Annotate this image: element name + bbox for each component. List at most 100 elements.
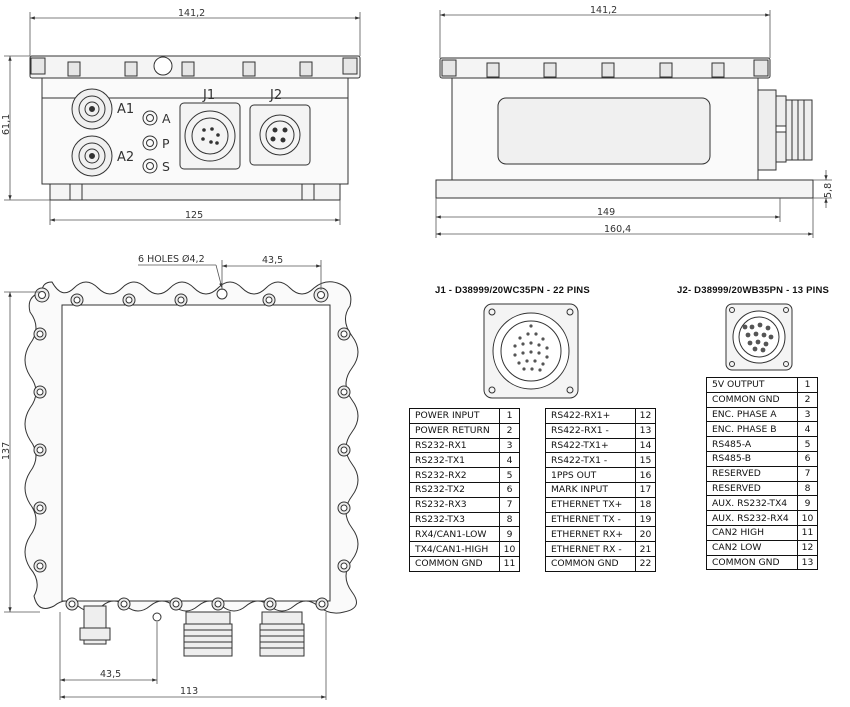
dim-side-width: 141,2	[590, 5, 617, 16]
pin-signal: RESERVED	[706, 465, 798, 482]
pin-signal: COMMON GND	[706, 391, 798, 408]
pin-signal: RS485-A	[706, 436, 798, 452]
pin-number: 9	[797, 495, 818, 512]
pin-signal: RS232-TX3	[409, 511, 500, 528]
pin-number: 5	[797, 436, 818, 452]
pin-signal: RS422-TX1 -	[545, 452, 636, 469]
j1-connector-front	[179, 102, 241, 170]
pin-signal: RS232-RX2	[409, 467, 500, 483]
pin-signal: COMMON GND	[409, 555, 500, 572]
pin-number: 11	[797, 524, 818, 541]
pin-signal: ENC. PHASE A	[706, 406, 798, 423]
pin-number: 14	[635, 437, 656, 454]
pin-number: 15	[635, 452, 656, 469]
side-bolts	[441, 59, 769, 78]
pin-number: 20	[635, 526, 656, 543]
top-view	[24, 281, 359, 657]
dim-bottom-43-5: 43,5	[100, 669, 121, 680]
dim-bottom-113: 113	[180, 686, 198, 697]
pin-signal: RESERVED	[706, 480, 798, 497]
pin-signal: POWER INPUT	[409, 408, 500, 424]
pin-number: 4	[797, 421, 818, 438]
pin-number: 3	[499, 437, 520, 454]
top-view-screws	[33, 287, 351, 611]
pin-signal: AUX. RS232-TX4	[706, 495, 798, 512]
pin-signal: 1PPS OUT	[545, 467, 636, 483]
label-a: A	[162, 111, 171, 126]
pin-number: 13	[797, 554, 818, 571]
pin-signal: ETHERNET TX -	[545, 511, 636, 528]
pin-row: RS422-TX1+14	[545, 437, 656, 454]
label-a1: A1	[117, 102, 134, 117]
pin-signal: COMMON GND	[545, 555, 636, 572]
pin-number: 3	[797, 406, 818, 423]
dim-side-160: 160,4	[604, 224, 631, 235]
j1-connector-face	[483, 303, 579, 399]
pin-number: 8	[797, 480, 818, 497]
pin-number: 7	[797, 465, 818, 482]
pin-signal: RS232-TX2	[409, 481, 500, 498]
pin-row: RS422-RX1+12	[545, 408, 656, 424]
pin-signal: RS485-B	[706, 450, 798, 467]
side-dimensions	[435, 10, 832, 238]
antenna-connector-a1	[71, 88, 113, 130]
pin-number: 18	[635, 496, 656, 513]
pin-number: 1	[797, 377, 818, 393]
pin-number: 7	[499, 496, 520, 513]
label-j1: J1	[202, 88, 215, 103]
pin-number: 21	[635, 541, 656, 557]
pin-number: 10	[499, 541, 520, 557]
status-leds	[142, 110, 158, 174]
pin-signal: ETHERNET TX+	[545, 496, 636, 513]
pin-signal: ETHERNET RX+	[545, 526, 636, 543]
j2-title: J2- D38999/20WB35PN - 13 PINS	[677, 285, 830, 296]
pin-number: 2	[797, 391, 818, 408]
pin-signal: RS422-RX1 -	[545, 422, 636, 439]
j2-connector-face	[725, 303, 793, 371]
label-a2: A2	[117, 150, 134, 165]
pin-number: 6	[499, 481, 520, 498]
pin-row: ETHERNET RX+20	[545, 526, 656, 543]
pin-signal: CAN2 HIGH	[706, 524, 798, 541]
front-view	[29, 55, 361, 201]
dim-front-base: 125	[185, 210, 203, 221]
top-view-connectors	[79, 605, 305, 657]
dim-front-height: 61,1	[1, 114, 12, 135]
dim-side-149: 149	[597, 207, 615, 218]
dim-side-flange: 5,8	[823, 183, 834, 198]
pin-number: 13	[635, 422, 656, 439]
pin-number: 10	[797, 510, 818, 526]
pin-signal: RS232-TX1	[409, 452, 500, 469]
j2-connector-front	[249, 104, 311, 166]
pin-signal: COMMON GND	[706, 554, 798, 571]
dim-left-137: 137	[1, 442, 12, 460]
pin-number: 19	[635, 511, 656, 528]
pin-signal: RX4/CAN1-LOW	[409, 526, 500, 543]
pin-number: 9	[499, 526, 520, 543]
j1-title: J1 - D38999/20WC35PN - 22 PINS	[435, 285, 590, 296]
pin-row: ETHERNET TX -19	[545, 511, 656, 528]
pin-signal: AUX. RS232-RX4	[706, 510, 798, 526]
pin-signal: 5V OUTPUT	[706, 377, 798, 393]
side-connectors	[757, 89, 813, 171]
